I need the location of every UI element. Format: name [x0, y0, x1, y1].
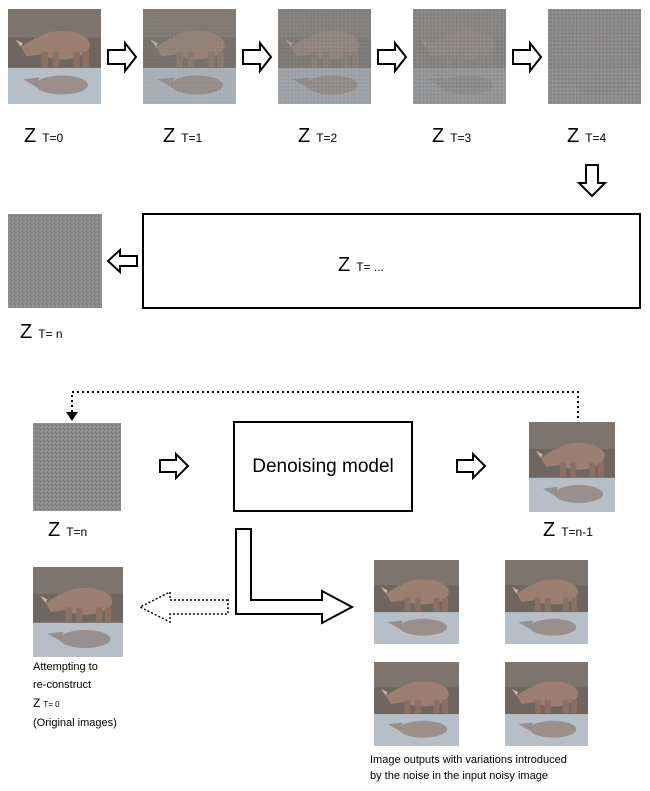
feedback-loop-line [71, 391, 579, 418]
label-z-t3: Z T=3 [432, 126, 471, 146]
feedback-arrowhead-icon [66, 412, 78, 421]
output-variation-4 [505, 662, 588, 746]
denoising-model-label: Denoising model [252, 456, 394, 477]
z-var: Z [298, 125, 311, 147]
output-variation-1 [374, 560, 459, 644]
z-var: Z [24, 125, 37, 147]
reverse-input-noise-image [33, 423, 121, 511]
z-var: Z [33, 696, 41, 710]
arrow-down-icon [576, 164, 608, 198]
forward-image-t0 [8, 9, 101, 104]
caption-line: Image outputs with variations introduced [370, 754, 567, 766]
label-z-t4: Z T=4 [567, 126, 606, 146]
label-z-tn: Z T= n [20, 322, 63, 342]
arrow-right-icon [512, 40, 543, 74]
output-variation-2 [505, 560, 588, 644]
z-var: Z [20, 321, 33, 343]
arrow-l-shaped-icon [235, 528, 355, 625]
caption-line: Attempting to [33, 661, 98, 673]
z-var: Z [432, 125, 445, 147]
z-var: Z [48, 519, 61, 541]
arrow-right-icon [456, 451, 487, 481]
arrow-right-icon [377, 40, 408, 74]
arrow-right-icon [242, 40, 273, 74]
intermediate-steps-box: Z T= ... [142, 213, 641, 309]
z-var: Z [567, 125, 580, 147]
label-z-t1: Z T=1 [163, 126, 202, 146]
reverse-output-image [529, 422, 615, 512]
arrow-left-icon [106, 247, 138, 275]
z-sub: T=n-1 [561, 525, 593, 539]
label-z-intermediate: Z T= ... [338, 255, 384, 275]
label-z-output: Z T=n-1 [543, 520, 593, 540]
z-var: Z [338, 254, 351, 276]
z-var: Z [543, 519, 556, 541]
z-sub: T= 0 [43, 700, 60, 709]
caption-line: (Original images) [33, 717, 117, 729]
forward-image-t2 [278, 9, 371, 104]
reconstruction-target-image [33, 567, 123, 657]
label-z-t2: Z T=2 [298, 126, 337, 146]
z-sub: T= n [38, 327, 63, 341]
output-variation-3 [374, 662, 459, 746]
caption-line: by the noise in the input noisy image [370, 770, 548, 782]
z-sub: T=1 [181, 131, 203, 145]
outputs-caption: Image outputs with variations introduced… [370, 752, 567, 784]
z-sub: T= ... [356, 260, 384, 274]
forward-image-t4 [548, 9, 641, 104]
forward-image-t1 [143, 9, 236, 104]
caption-line: re-construct [33, 679, 92, 691]
label-z-t0: Z T=0 [24, 126, 63, 146]
z-sub: T=3 [450, 131, 472, 145]
arrow-left-dotted-icon [138, 590, 229, 624]
z-sub: T=n [66, 525, 88, 539]
label-z-input: Z T=n [48, 520, 87, 540]
z-var: Z [163, 125, 176, 147]
z-sub: T=2 [316, 131, 338, 145]
z-sub: T=0 [42, 131, 64, 145]
z-sub: T=4 [585, 131, 607, 145]
forward-image-tn [8, 214, 102, 308]
denoising-model-box: Denoising model [233, 421, 413, 512]
arrow-right-icon [159, 451, 190, 481]
forward-image-t3 [413, 9, 506, 104]
arrow-right-icon [107, 40, 138, 74]
